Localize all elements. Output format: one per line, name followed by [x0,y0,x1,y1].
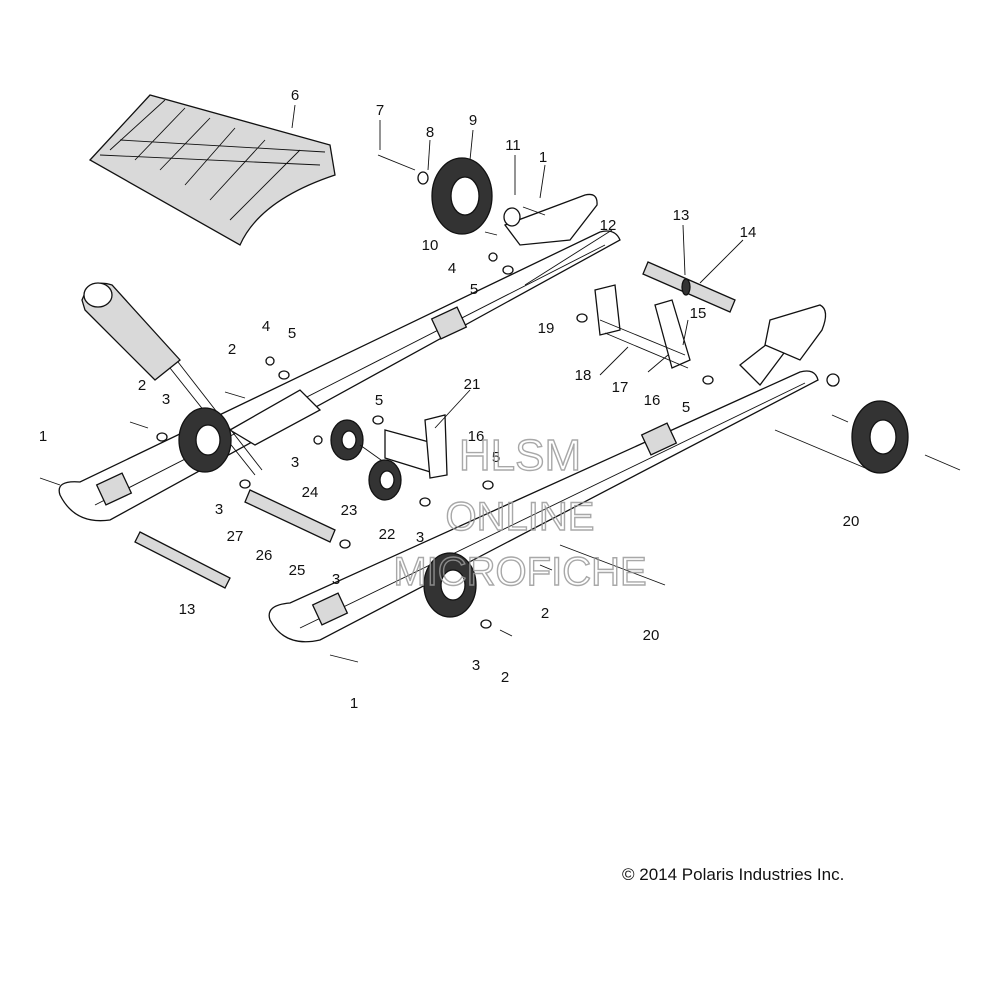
callout-label: 3 [472,657,480,674]
track-section-part [88,94,336,246]
callout-label: 1 [350,695,358,712]
callout-label: 1 [39,428,47,445]
callout-label: 21 [464,376,481,393]
leader-lines [291,104,744,429]
callout-label: 3 [332,571,340,588]
callout-label: 9 [469,112,477,129]
callout-label: 2 [541,605,549,622]
callout-label: 15 [690,305,707,322]
callout-label: 7 [376,102,384,119]
callout-label: 4 [448,260,456,277]
callout-label: 22 [379,526,396,543]
watermark: HLSM ONLINE MICROFICHE [393,430,648,594]
callout-label: 1 [539,149,547,166]
idler-wheel-left [178,407,232,473]
callout-label: 12 [600,217,617,234]
callout-label: 6 [291,87,299,104]
callout-label: 13 [179,601,196,618]
callout-label: 4 [262,318,270,335]
idler-wheel-right [851,400,909,474]
callout-label: 27 [227,528,244,545]
callout-label: 17 [612,379,629,396]
callout-label: 2 [501,669,509,686]
callout-label: 11 [505,137,521,154]
callout-label: 13 [673,207,690,224]
roller-assembly [330,419,402,501]
callout-label: 3 [215,501,223,518]
callout-label: 24 [302,484,319,501]
callout-label: 10 [422,237,439,254]
callout-label: 16 [644,392,661,409]
bracket-part-21 [384,414,448,479]
callout-label: 5 [375,392,383,409]
callout-label: 5 [492,449,500,466]
callout-label: 16 [468,428,485,445]
shock-absorber [81,282,263,476]
idler-wheel-front [423,552,477,618]
callout-label: 20 [843,513,860,530]
copyright-notice: © 2014 Polaris Industries Inc. [622,865,845,884]
callout-label: 14 [740,224,757,241]
callout-label: 3 [291,454,299,471]
callout-label: 19 [538,320,555,337]
callout-label: 8 [426,124,434,141]
callout-label: 5 [682,399,690,416]
callout-label: 2 [228,341,236,358]
shafts [134,261,961,589]
callout-label: 5 [288,325,296,342]
right-rail [268,304,827,643]
watermark-line-1: HLSM [459,431,581,480]
rear-arm-bracket [594,284,691,369]
callout-label: 20 [643,627,660,644]
callout-label: 3 [416,529,424,546]
callout-label: 18 [575,367,592,384]
callout-label: 2 [138,377,146,394]
callout-label: 3 [162,391,170,408]
callout-label: 23 [341,502,358,519]
hardware [39,154,849,663]
watermark-line-3: MICROFICHE [393,550,646,594]
callout-label: 26 [256,547,273,564]
callout-label: 5 [470,281,478,298]
callout-label: 25 [289,562,306,579]
watermark-line-2: ONLINE [446,495,595,539]
idler-wheel-top [431,157,493,235]
callout-labels: 6 7 8 9 11 1 10 4 5 12 13 14 19 15 18 17… [39,87,860,712]
